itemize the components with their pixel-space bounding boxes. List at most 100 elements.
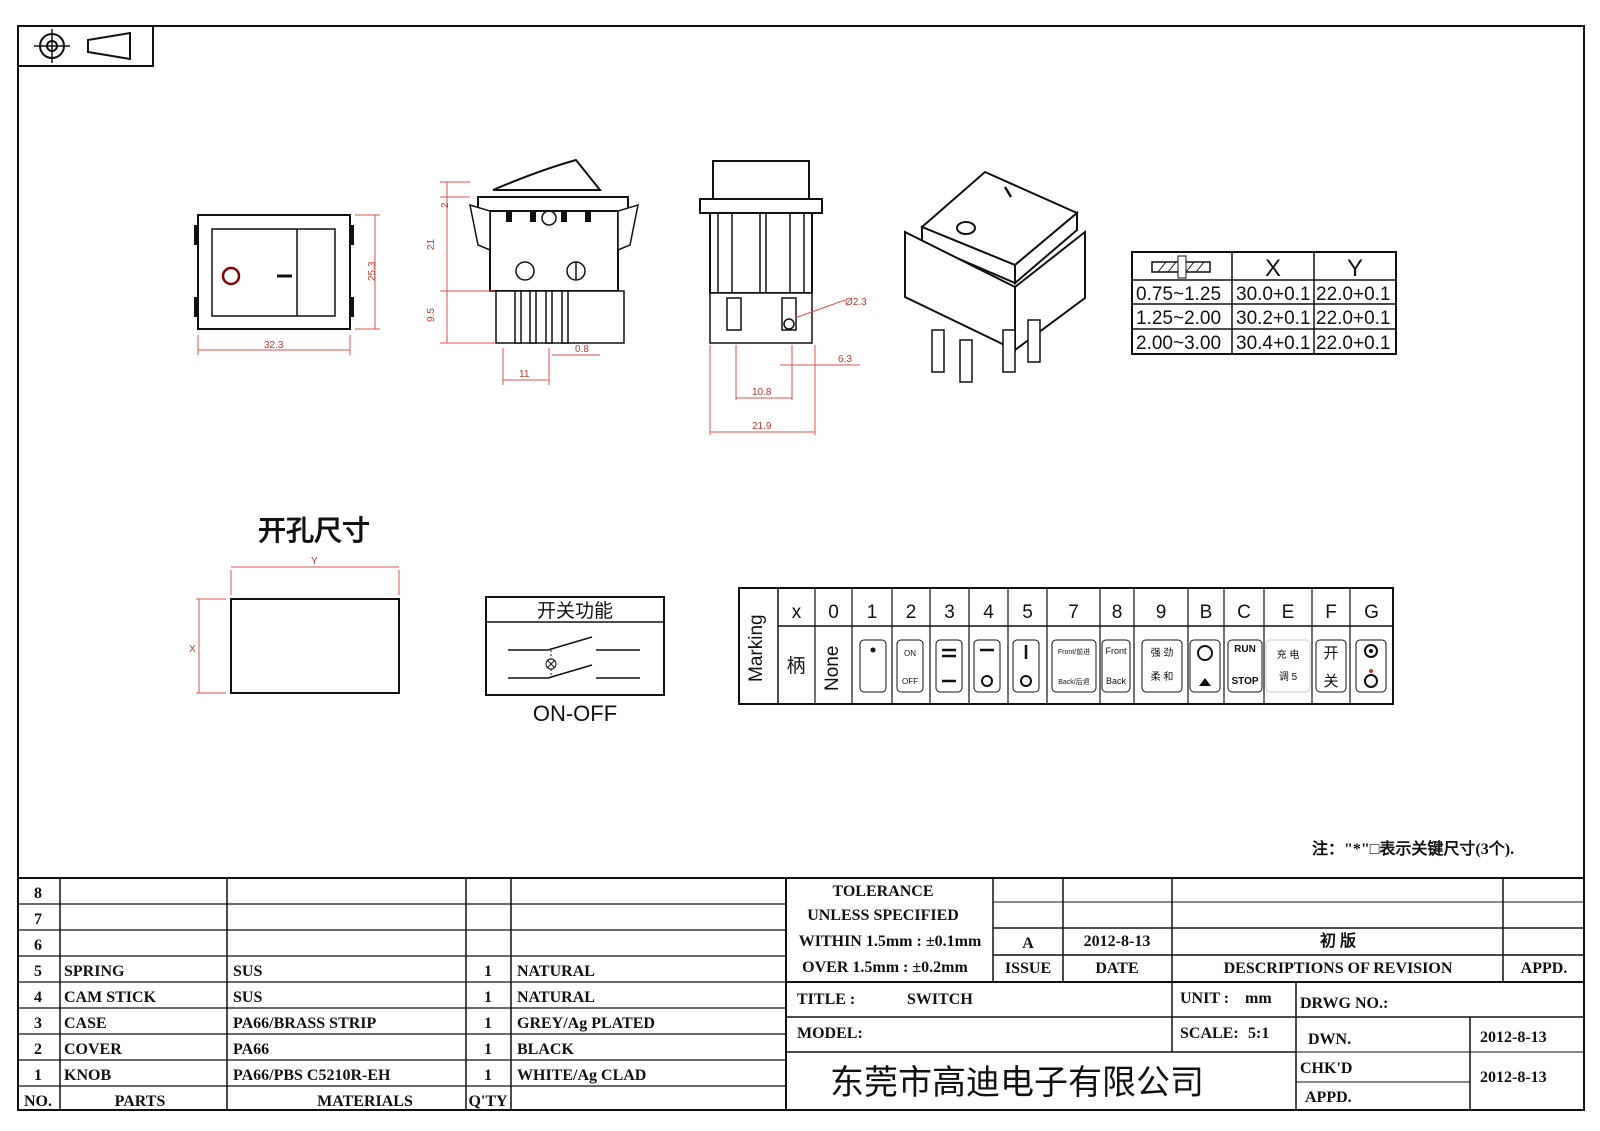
parts-material: PA66 [233, 1041, 269, 1058]
dim-pin-span: 10.8 [752, 387, 772, 398]
dim-top-gap: 2 [440, 202, 451, 208]
chkd-date: 2012-8-13 [1480, 1069, 1547, 1086]
panel-cell: 1.25~2.00 [1136, 308, 1221, 329]
mark-2-off: OFF [902, 677, 918, 686]
projection-symbol-icon [17, 25, 154, 67]
panel-hatch-icon [1151, 255, 1211, 279]
parts-name: SPRING [64, 963, 125, 980]
revision-desc: 初 版 [1320, 931, 1356, 950]
parts-finish: NATURAL [517, 989, 595, 1006]
mark-x-symbol: 柄 [786, 655, 805, 677]
company-name: 东莞市高迪电子有限公司 [830, 1064, 1204, 1102]
mark-E-top: 充 电 [1277, 648, 1300, 661]
parts-qty: 1 [484, 989, 492, 1006]
mark-8-top: Front [1105, 646, 1127, 656]
panel-thickness-table: X Y 0.75~1.25 30.0+0.1 22.0+0.1 1.25~2.0… [1131, 251, 1397, 355]
cutout-y-label: Y [311, 556, 318, 567]
mark-F-top: 开 [1323, 645, 1338, 662]
issue-label: ISSUE [1005, 960, 1051, 977]
parts-name: COVER [64, 1041, 122, 1058]
switch-circuit-icon [508, 636, 640, 679]
header-materials: MATERIALS [317, 1093, 413, 1110]
parts-name: CASE [64, 1015, 107, 1032]
appd-label: APPD. [1521, 960, 1568, 977]
panel-cutout: 开孔尺寸 Y X [189, 515, 400, 694]
panel-cell: 30.4+0.1 [1236, 333, 1311, 354]
parts-material: SUS [233, 989, 262, 1006]
mark-G-icon [1355, 639, 1387, 693]
parts-no: 7 [34, 911, 42, 928]
parts-finish: WHITE/Ag CLAD [517, 1067, 646, 1084]
parts-qty: 1 [484, 1015, 492, 1032]
mark-F-icon [1315, 639, 1347, 693]
side-view-left: 2 21 9.5 11 0.8 [426, 158, 639, 385]
function-caption: ON-OFF [533, 701, 617, 726]
parts-finish: GREY/Ag PLATED [517, 1015, 655, 1032]
parts-no: 1 [34, 1067, 42, 1084]
date-label: DATE [1095, 960, 1138, 977]
function-title: 开关功能 [537, 600, 613, 622]
off-symbol-icon [221, 266, 241, 286]
mark-F-bot: 关 [1323, 673, 1338, 690]
marking-code-4: 4 [983, 602, 994, 623]
mark-8-bot: Back [1106, 676, 1127, 686]
cutout-title: 开孔尺寸 [258, 515, 370, 546]
dim-hole: Ø2.3 [845, 297, 867, 308]
cutout-x-label: X [189, 644, 196, 655]
dim-pin-h: 9.5 [426, 308, 437, 322]
revision-label: DESCRIPTIONS OF REVISION [1224, 960, 1453, 977]
marking-code-E: E [1282, 602, 1295, 623]
panel-cell: 30.0+0.1 [1236, 284, 1311, 305]
marking-code-x: x [792, 602, 802, 623]
drwg-label: DRWG NO.: [1300, 995, 1388, 1012]
marking-code-B: B [1200, 602, 1213, 623]
panel-cell: 30.2+0.1 [1236, 308, 1311, 329]
parts-qty: 1 [484, 963, 492, 980]
dim-offset: 6.3 [838, 354, 852, 365]
parts-finish: BLACK [517, 1041, 574, 1058]
unit-value: mm [1245, 990, 1272, 1007]
marking-code-0: 0 [828, 602, 839, 623]
tolerance-line: TOLERANCE [832, 883, 933, 900]
mark-C-icon [1227, 639, 1263, 693]
mark-E-bot: 调 5 [1279, 671, 1298, 683]
marking-code-5: 5 [1022, 602, 1033, 623]
mark-7-top: Front/前进 [1058, 647, 1090, 656]
panel-cell: 22.0+0.1 [1316, 333, 1391, 354]
panel-cell: 22.0+0.1 [1316, 308, 1391, 329]
mark-8-icon [1101, 639, 1131, 693]
mark-9-icon [1141, 639, 1183, 693]
marking-code-2: 2 [906, 602, 917, 623]
parts-material: PA66/BRASS STRIP [233, 1015, 377, 1032]
panel-cell: 2.00~3.00 [1136, 333, 1221, 354]
marking-code-1: 1 [867, 602, 878, 623]
marking-code-3: 3 [944, 602, 955, 623]
mark-2-on: ON [904, 649, 916, 658]
parts-finish: NATURAL [517, 963, 595, 980]
tolerance-line: OVER 1.5mm : ±0.2mm [802, 959, 968, 976]
panel-cell: 0.75~1.25 [1136, 284, 1221, 305]
dim-total-width: 21.9 [752, 421, 772, 432]
parts-no: 3 [34, 1015, 42, 1032]
panel-cell: 22.0+0.1 [1316, 284, 1391, 305]
model-label: MODEL: [797, 1025, 863, 1042]
chkd-label: CHK'D [1300, 1060, 1352, 1077]
dim-pin-thk: 0.8 [575, 344, 589, 355]
title-value: SWITCH [907, 991, 973, 1008]
side-view-right: Ø2.3 6.3 10.8 21.9 [699, 160, 867, 435]
date-value: 2012-8-13 [1084, 933, 1151, 950]
dwn-label: DWN. [1308, 1031, 1351, 1048]
parts-no: 5 [34, 963, 42, 980]
marking-code-F: F [1325, 602, 1337, 623]
issue-value: A [1022, 935, 1034, 952]
header-no: NO. [24, 1093, 52, 1110]
panel-col-y: Y [1347, 255, 1363, 282]
dwn-date: 2012-8-13 [1480, 1029, 1547, 1046]
isometric-view [904, 170, 1086, 383]
parts-no: 2 [34, 1041, 42, 1058]
tolerance-line: WITHIN 1.5mm : ±0.1mm [799, 933, 982, 950]
parts-name: KNOB [64, 1067, 111, 1084]
header-qty: Q'TY [468, 1093, 508, 1110]
front-view: 32.3 25.3 [194, 214, 380, 355]
